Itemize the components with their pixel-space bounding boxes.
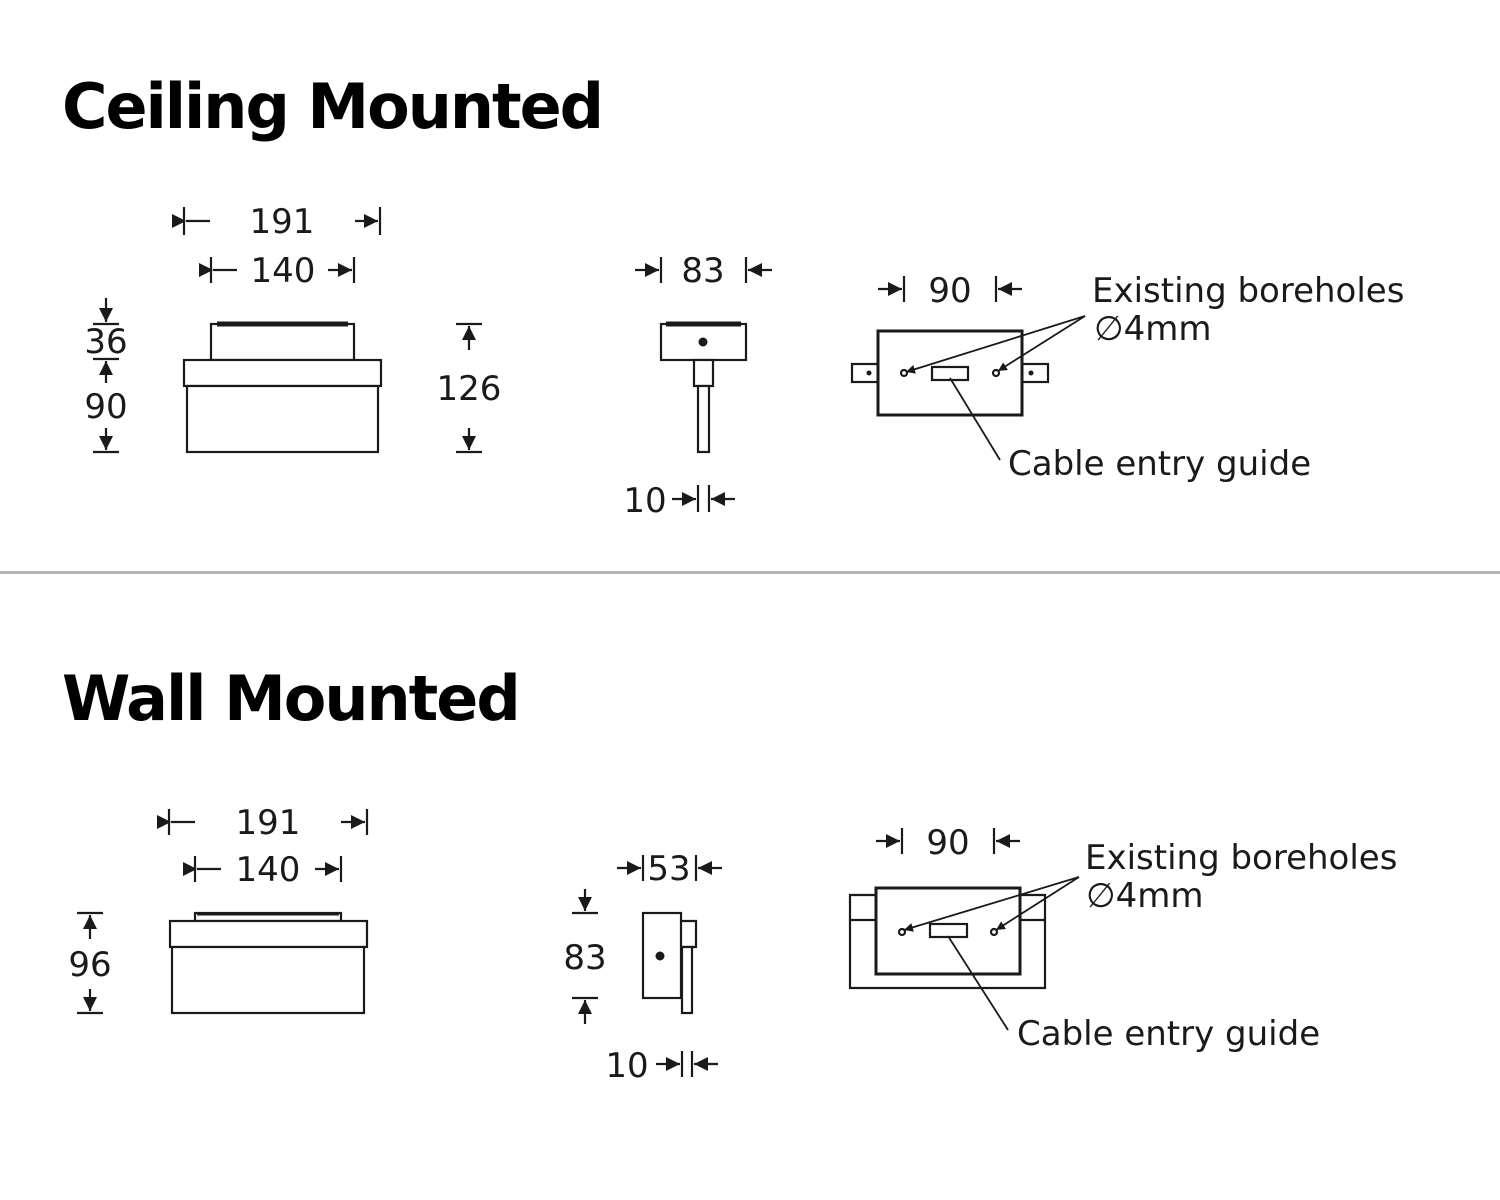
- ceiling-boreholes-label: Existing boreholes: [1092, 271, 1404, 311]
- wall-side-height-dim: [572, 889, 598, 1024]
- section-divider: [0, 571, 1500, 574]
- ceiling-mounting-plate: [850, 329, 1050, 417]
- wall-front-width-inner-dim: [183, 856, 343, 882]
- wall-side-depth-label: 53: [647, 849, 690, 889]
- ceiling-front-view: [182, 321, 383, 454]
- wall-front-view: [168, 911, 369, 1015]
- wall-borehole-leaders: [903, 876, 1080, 1031]
- ceiling-front-width-inner-dim: [199, 257, 356, 283]
- wall-side-stem-dim: [656, 1051, 718, 1077]
- ceiling-plate-width-dim: [878, 276, 1022, 302]
- ceiling-mounted-title: Ceiling Mounted: [62, 70, 604, 143]
- wall-side-depth-dim: [617, 855, 722, 881]
- wall-side-stem-label: 10: [605, 1046, 648, 1086]
- wall-front-width-outer-dim: [157, 809, 369, 835]
- wall-plate-width-label: 90: [926, 823, 969, 863]
- wall-width-outer-label: 191: [236, 803, 301, 843]
- ceiling-height-total-label: 126: [437, 369, 502, 409]
- ceiling-side-depth-label: 83: [681, 251, 724, 291]
- wall-front-height-dim: [77, 911, 103, 1015]
- wall-side-view: [641, 911, 698, 1015]
- ceiling-width-outer-label: 191: [250, 202, 315, 242]
- ceiling-borehole-size-label: ∅4mm: [1094, 309, 1212, 349]
- ceiling-height-body-label: 90: [84, 387, 127, 427]
- wall-boreholes-label: Existing boreholes: [1085, 838, 1397, 878]
- wall-mounted-title: Wall Mounted: [62, 662, 521, 735]
- ceiling-side-depth-dim: [635, 257, 772, 283]
- ceiling-width-inner-label: 140: [251, 251, 316, 291]
- ceiling-side-view: [659, 321, 748, 454]
- ceiling-cable-entry-label: Cable entry guide: [1008, 444, 1311, 484]
- wall-plate-width-dim: [876, 828, 1020, 854]
- ceiling-plate-width-label: 90: [928, 271, 971, 311]
- wall-width-inner-label: 140: [236, 850, 301, 890]
- ceiling-height-top-label: 36: [84, 322, 127, 362]
- wall-borehole-size-label: ∅4mm: [1086, 876, 1204, 916]
- wall-cable-entry-label: Cable entry guide: [1017, 1014, 1320, 1054]
- wall-height-total-label: 96: [68, 945, 111, 985]
- ceiling-front-width-outer-dim: [172, 207, 382, 235]
- ceiling-side-stem-dim: [672, 485, 735, 512]
- wall-side-height-label: 83: [563, 938, 606, 978]
- ceiling-front-height-left-dims: [93, 298, 119, 454]
- ceiling-side-stem-label: 10: [623, 481, 666, 521]
- wall-mounting-plate: [848, 886, 1047, 990]
- ceiling-front-height-total-dim: [456, 322, 482, 454]
- ceiling-borehole-leaders: [905, 315, 1086, 461]
